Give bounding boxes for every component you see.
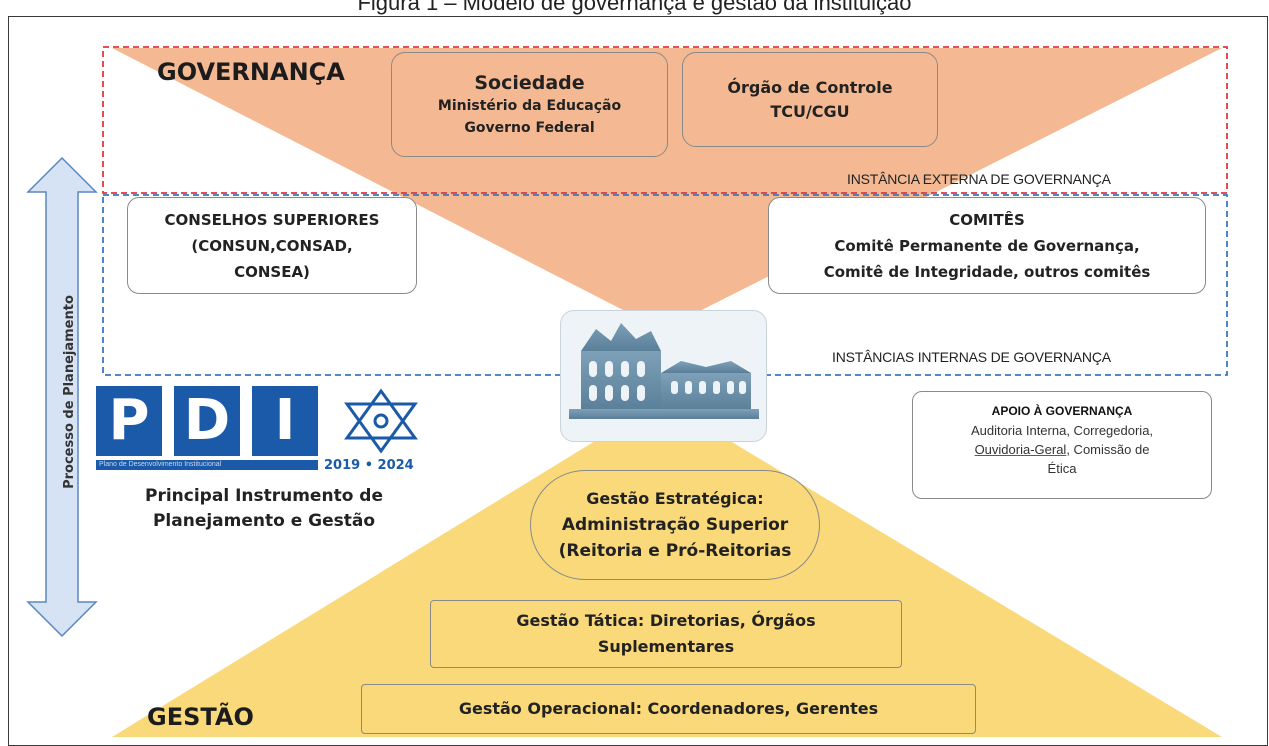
gestao-operacional-line1: Gestão Operacional: Coordenadores, Geren… — [458, 699, 879, 718]
internas-label: INSTÂNCIAS INTERNAS DE GOVERNANÇA — [832, 349, 1111, 365]
sociedade-line2: Governo Federal — [464, 119, 595, 136]
orgao-controle-box: Órgão de Controle TCU/CGU — [682, 52, 938, 147]
processo-planejamento-label: Processo de Planejamento — [62, 295, 77, 489]
pdi-bar-text: Plano de Desenvolvimento Institucional — [96, 460, 318, 470]
apoio-line2-rest: , Comissão de — [1066, 442, 1150, 457]
apoio-line1: Auditoria Interna, Corregedoria, — [970, 423, 1154, 438]
pdi-letter-d: D — [174, 386, 240, 456]
gestao-estrategica-box: Gestão Estratégica: Administração Superi… — [530, 470, 820, 580]
gestao-tatica-line2: Suplementares — [597, 637, 735, 656]
apoio-ouvidoria: Ouvidoria-Geral — [974, 442, 1067, 457]
comites-box: COMITÊS Comitê Permanente de Governança,… — [768, 197, 1206, 294]
figure-title-partial: Figura 1 – Modelo de governança e gestão… — [357, 0, 912, 15]
pdi-caption-line2: Planejamento e Gestão — [152, 511, 376, 531]
comites-title: COMITÊS — [949, 210, 1025, 229]
hexagram-star-icon — [344, 388, 418, 454]
governanca-label: GOVERNANÇA — [157, 58, 345, 86]
pdi-letter-i: I — [252, 386, 318, 456]
apoio-governanca-box: APOIO À GOVERNANÇA Auditoria Interna, Co… — [912, 391, 1212, 499]
pdi-logo: P D I Plano de Desenvolvimento Instituci… — [96, 386, 432, 478]
apoio-line3: Ética — [1047, 461, 1077, 476]
apoio-line2: Ouvidoria-Geral, Comissão de — [913, 440, 1211, 459]
conselhos-line2: (CONSUN,CONSAD, — [191, 236, 353, 255]
pdi-caption: Principal Instrumento de Planejamento e … — [96, 484, 432, 534]
conselhos-box: CONSELHOS SUPERIORES (CONSUN,CONSAD, CON… — [127, 197, 417, 294]
sociedade-line1: Ministério da Educação — [437, 97, 622, 114]
gestao-tatica-line1: Gestão Tática: Diretorias, Órgãos — [516, 611, 816, 630]
gestao-estrategica-line2: Administração Superior — [561, 515, 789, 535]
gestao-label: GESTÃO — [147, 703, 254, 731]
apoio-title: APOIO À GOVERNANÇA — [991, 404, 1133, 418]
orgao-controle-title: Órgão de Controle — [727, 77, 893, 97]
comites-line1: Comitê Permanente de Governança, — [834, 236, 1140, 255]
pdi-caption-line1: Principal Instrumento de — [145, 486, 383, 506]
gestao-operacional-box: Gestão Operacional: Coordenadores, Geren… — [361, 684, 976, 734]
university-building-icon — [560, 310, 767, 442]
gestao-estrategica-line1: Gestão Estratégica: — [586, 489, 764, 508]
sociedade-title: Sociedade — [474, 71, 585, 94]
gestao-triangle — [112, 400, 1222, 737]
orgao-controle-line1: TCU/CGU — [770, 101, 850, 121]
sociedade-box: Sociedade Ministério da Educação Governo… — [391, 52, 668, 157]
governanca-triangle — [112, 48, 1222, 330]
externa-label: INSTÂNCIA EXTERNA DE GOVERNANÇA — [847, 171, 1111, 187]
gestao-tatica-box: Gestão Tática: Diretorias, Órgãos Suplem… — [430, 600, 902, 668]
conselhos-line1: CONSELHOS SUPERIORES — [164, 210, 380, 229]
comites-line2: Comitê de Integridade, outros comitês — [823, 262, 1151, 281]
gestao-estrategica-line3: (Reitoria e Pró-Reitorias — [558, 541, 792, 561]
double-vertical-arrow-icon — [26, 156, 98, 638]
pdi-letter-p: P — [96, 386, 162, 456]
externa-dashed-box — [102, 46, 1228, 194]
pdi-years: 2019 • 2024 — [324, 458, 414, 473]
conselhos-line3: CONSEA) — [234, 262, 310, 281]
